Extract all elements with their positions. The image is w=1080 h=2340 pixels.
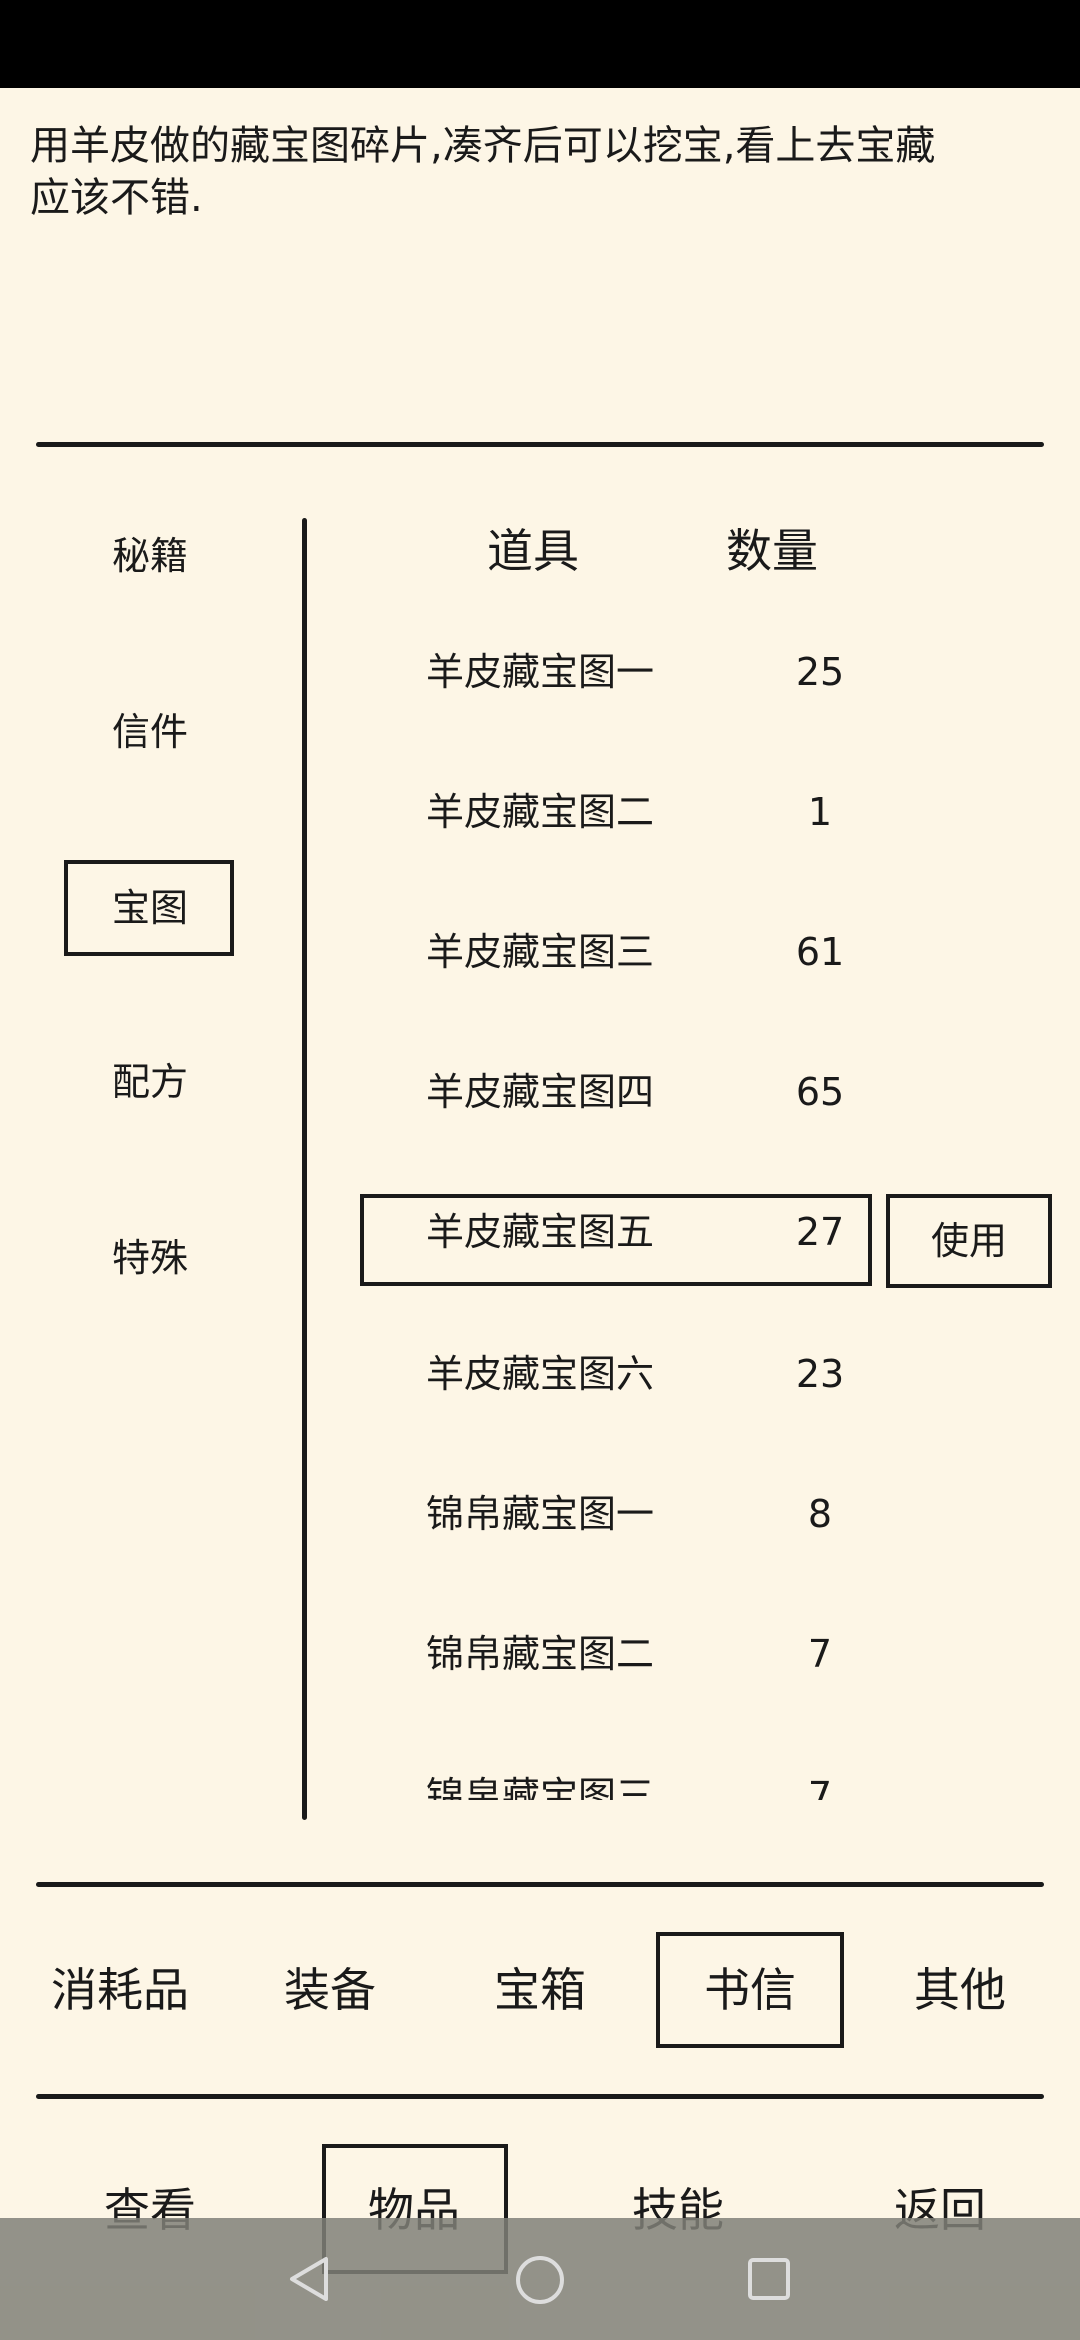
item-description: 用羊皮做的藏宝图碎片,凑齐后可以挖宝,看上去宝藏应该不错.: [30, 123, 936, 221]
category-baotu[interactable]: 宝图: [111, 886, 188, 930]
category-xinjian[interactable]: 信件: [111, 710, 188, 754]
item-qty: 23: [795, 1352, 845, 1396]
item-name: 羊皮藏宝图六: [425, 1352, 654, 1396]
item-name: 羊皮藏宝图一: [425, 650, 654, 694]
triangle-back-icon[interactable]: [286, 2254, 336, 2304]
category-teshu[interactable]: 特殊: [111, 1236, 188, 1280]
status-bar: [0, 0, 1080, 88]
header-qty: 数量: [726, 524, 818, 578]
square-recents-icon[interactable]: [746, 2256, 792, 2302]
item-qty: 61: [795, 930, 845, 974]
list-item-selected[interactable]: 羊皮藏宝图五 27: [360, 1192, 1080, 1272]
tab-chests[interactable]: 宝箱: [494, 1963, 586, 2017]
category-baotu-selected-frame[interactable]: [64, 860, 234, 956]
divider-nav-top: [36, 2094, 1044, 2099]
item-qty: 27: [795, 1210, 845, 1254]
system-nav-bar: [0, 2218, 1080, 2340]
category-peifang[interactable]: 配方: [111, 1060, 188, 1104]
selected-row-frame[interactable]: [360, 1194, 872, 1286]
item-list[interactable]: 羊皮藏宝图一 25 羊皮藏宝图二 1 羊皮藏宝图三 61 羊皮藏宝图四 65 羊…: [340, 600, 1080, 1800]
sidebar-divider: [302, 518, 307, 1820]
item-name: 锦帛藏宝图一: [425, 1492, 654, 1536]
item-name: 羊皮藏宝图四: [425, 1070, 654, 1114]
item-qty: 7: [807, 1632, 833, 1676]
list-item[interactable]: 锦帛藏宝图二 7: [360, 1614, 1080, 1694]
list-item[interactable]: 羊皮藏宝图六 23: [360, 1334, 1080, 1414]
tab-consumables[interactable]: 消耗品: [51, 1963, 189, 2017]
list-item[interactable]: 羊皮藏宝图四 65: [360, 1052, 1080, 1132]
item-qty: 65: [795, 1070, 845, 1114]
item-qty: 1: [807, 790, 833, 834]
circle-home-icon[interactable]: [514, 2254, 566, 2306]
list-item[interactable]: 锦帛藏宝图一 8: [360, 1474, 1080, 1554]
item-name: 羊皮藏宝图三: [425, 930, 654, 974]
list-item[interactable]: 羊皮藏宝图三 61: [360, 912, 1080, 992]
item-qty: 25: [795, 650, 845, 694]
item-name: 羊皮藏宝图五: [425, 1210, 654, 1254]
item-qty: 8: [807, 1492, 833, 1536]
tab-other[interactable]: 其他: [914, 1963, 1006, 2017]
item-name: 锦帛藏宝图二: [425, 1632, 654, 1676]
item-name: 羊皮藏宝图二: [425, 790, 654, 834]
item-qty: 7: [807, 1774, 833, 1800]
item-name: 锦帛藏宝图三: [425, 1774, 654, 1800]
list-item[interactable]: 羊皮藏宝图一 25: [360, 632, 1080, 712]
tab-equipment[interactable]: 装备: [284, 1963, 376, 2017]
list-item[interactable]: 羊皮藏宝图二 1: [360, 772, 1080, 852]
tab-letters-selected-frame[interactable]: [656, 1932, 844, 2048]
divider-top: [36, 442, 1044, 447]
tab-letters[interactable]: 书信: [704, 1963, 796, 2017]
category-miji[interactable]: 秘籍: [111, 534, 188, 578]
use-button[interactable]: 使用: [886, 1194, 1052, 1288]
divider-tabs-top: [36, 1882, 1044, 1887]
list-item[interactable]: 锦帛藏宝图三 7: [360, 1756, 1080, 1800]
header-item: 道具: [487, 524, 579, 578]
